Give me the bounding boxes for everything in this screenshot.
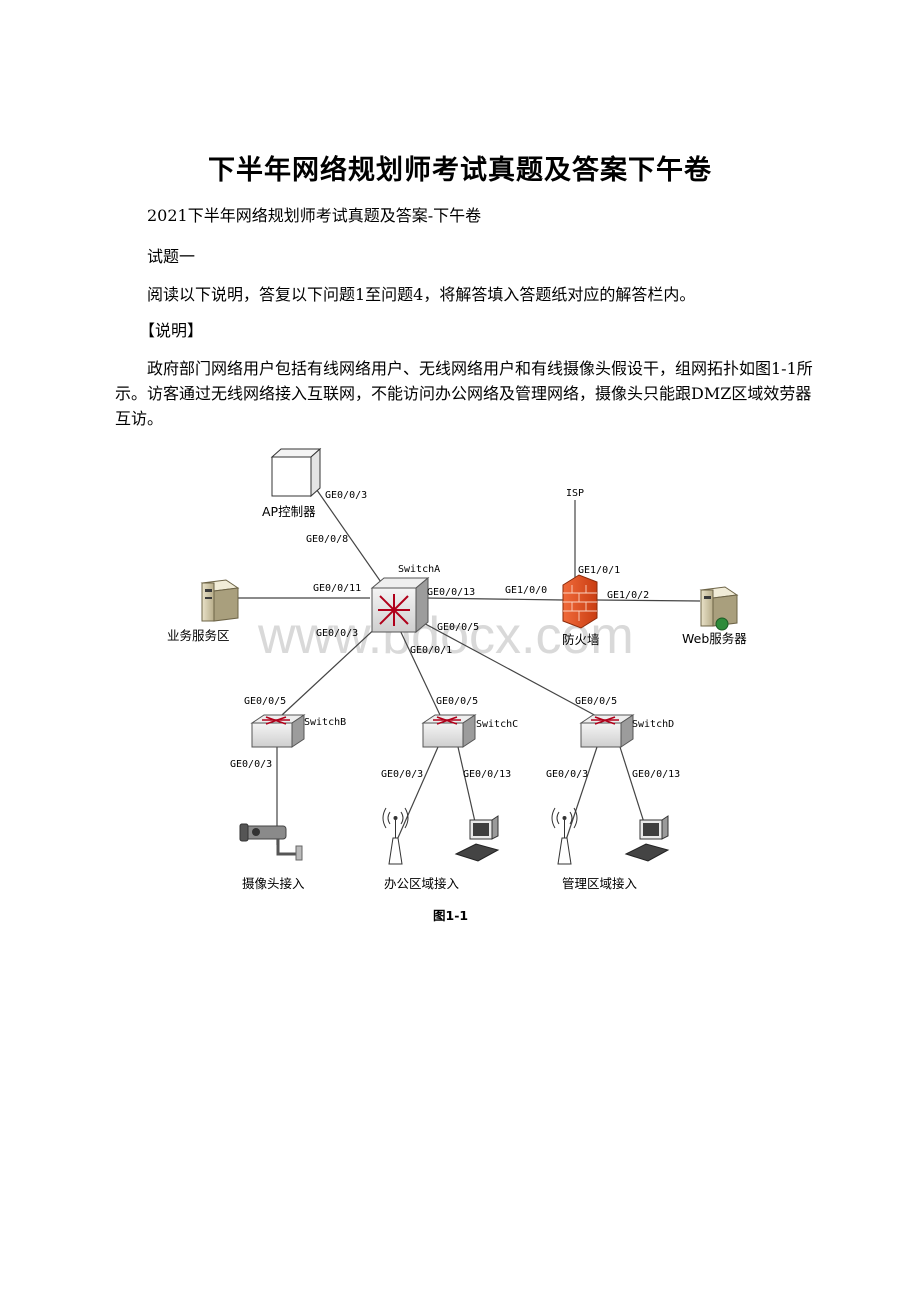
question-heading: 试题一 — [147, 247, 196, 266]
web-server-label: Web服务器 — [682, 631, 747, 646]
port-label: GE0/0/5 — [575, 696, 617, 707]
link-switchd-ap — [565, 746, 598, 841]
link-ap-switcha — [311, 482, 391, 596]
port-label: GE0/0/1 — [410, 645, 452, 656]
firewall-icon — [562, 574, 598, 629]
link-switcha-switchb — [281, 623, 381, 716]
port-label: GE0/0/8 — [306, 534, 348, 545]
office-access-label: 办公区域接入 — [384, 876, 460, 891]
figure-caption: 图1-1 — [433, 908, 468, 923]
switch-d-label: SwitchD — [632, 719, 674, 730]
link-switcha-switchd — [417, 619, 601, 719]
management-access-label: 管理区域接入 — [562, 876, 638, 891]
switch-b-label: SwitchB — [304, 717, 346, 728]
instruction-text: 阅读以下说明，答复以下问题1至问题4，将解答填入答题纸对应的解答栏内。 — [147, 285, 696, 304]
business-server-icon — [200, 579, 240, 622]
port-label: GE0/0/3 — [316, 628, 358, 639]
port-label: GE0/0/13 — [427, 587, 475, 598]
port-label: GE0/0/5 — [244, 696, 286, 707]
business-area-label: 业务服务区 — [167, 628, 230, 643]
port-label: GE0/0/5 — [437, 622, 479, 633]
switch-c-label: SwitchC — [476, 719, 518, 730]
switch-b-icon — [250, 714, 306, 748]
link-firewall-web — [596, 599, 701, 602]
port-label: GE1/0/0 — [505, 585, 547, 596]
camera-icon — [239, 823, 303, 861]
ap-controller-icon — [270, 447, 322, 498]
management-pc-icon — [624, 815, 670, 862]
port-label: GE0/0/3 — [325, 490, 367, 501]
network-topology-diagram: www.bdocx.com AP控制器 业务服务区 — [167, 447, 747, 923]
page-title: 下半年网络规划师考试真题及答案下午卷 — [208, 155, 712, 186]
port-label: GE0/0/13 — [463, 769, 511, 780]
link-switchc-ap — [396, 746, 439, 841]
port-label: GE0/0/3 — [546, 769, 588, 780]
port-label: GE1/0/2 — [607, 590, 649, 601]
switch-c-icon — [421, 714, 477, 748]
port-label: GE0/0/13 — [632, 769, 680, 780]
link-switcha-switchc — [397, 625, 441, 716]
office-pc-icon — [454, 815, 500, 862]
description-text: 政府部门网络用户包括有线网络用户、无线网络用户和有线摄像头假设干，组网拓扑如图1… — [115, 359, 813, 428]
ap-controller-label: AP控制器 — [262, 504, 316, 519]
office-wireless-ap-icon — [382, 807, 409, 865]
isp-label: ISP — [566, 488, 584, 499]
document-subtitle: 2021下半年网络规划师考试真题及答案-下午卷 — [147, 206, 482, 225]
switch-d-icon — [579, 714, 635, 748]
link-switcha-firewall — [424, 597, 564, 601]
camera-access-label: 摄像头接入 — [242, 876, 305, 891]
web-server-icon — [699, 586, 739, 631]
section-heading: 【说明】 — [139, 321, 204, 340]
port-label: GE0/0/11 — [313, 583, 361, 594]
management-wireless-ap-icon — [551, 807, 578, 865]
switch-a-icon — [370, 576, 430, 634]
port-label: GE0/0/3 — [230, 759, 272, 770]
port-label: GE1/0/1 — [578, 565, 620, 576]
firewall-label: 防火墙 — [562, 632, 600, 647]
switch-a-label: SwitchA — [398, 564, 440, 575]
port-label: GE0/0/3 — [381, 769, 423, 780]
port-label: GE0/0/5 — [436, 696, 478, 707]
